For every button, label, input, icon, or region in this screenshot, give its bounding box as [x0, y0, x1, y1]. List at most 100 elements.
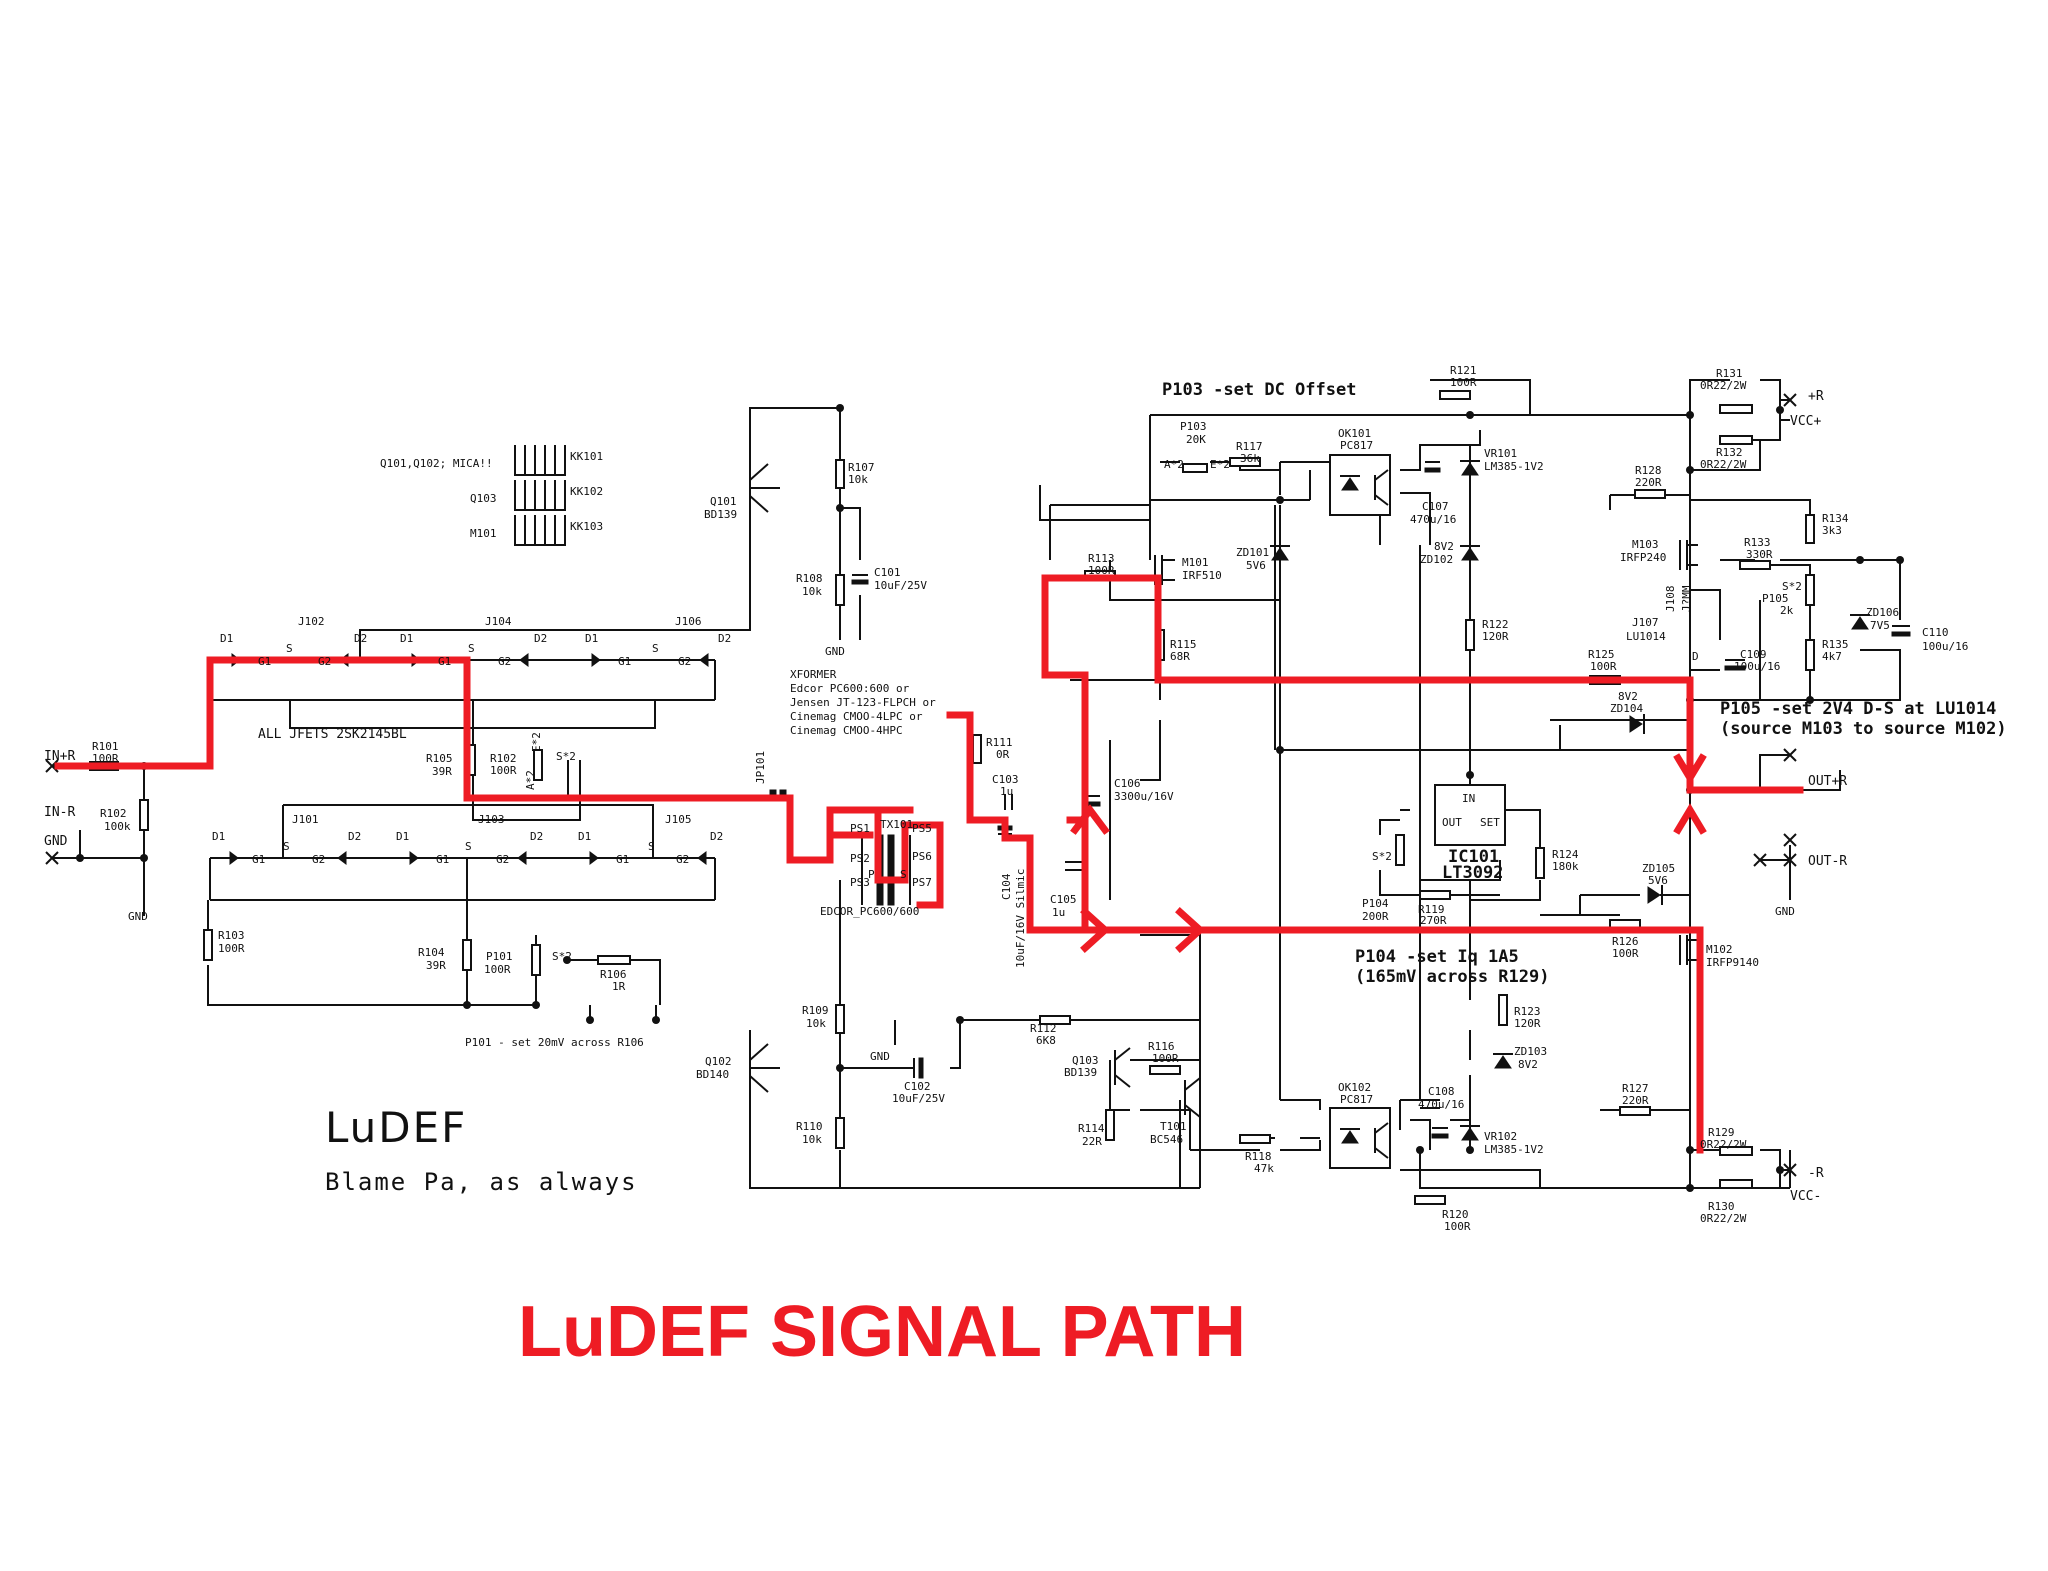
r102-ref: R102 — [100, 807, 127, 820]
j101-d1: D1 — [212, 830, 225, 843]
r107-body — [835, 459, 845, 489]
r111-val: 0R — [996, 748, 1010, 761]
vr102-val: LM385-1V2 — [1484, 1143, 1544, 1156]
r123-ref: R123 — [1514, 1005, 1541, 1018]
c109-symbol — [1724, 659, 1746, 671]
r128-val: 220R — [1635, 476, 1662, 489]
zd104-val: 8V2 — [1618, 690, 1638, 703]
r112-val: 6K8 — [1036, 1034, 1056, 1047]
c103-ref: C103 — [992, 773, 1019, 786]
j103-s: S — [465, 840, 472, 853]
r114-ref: R114 — [1078, 1122, 1105, 1135]
in-n-label: IN-R — [44, 805, 75, 820]
arrow-down-out — [1673, 753, 1707, 785]
c102-symbol — [913, 1057, 924, 1079]
labels: IN+R IN-R GND GND GND GND GND OUT+R OUT-… — [44, 364, 2007, 1233]
p103-note: P103 -set DC Offset — [1162, 380, 1356, 400]
r130-body — [1719, 1179, 1753, 1189]
vcc-p-label: VCC+ — [1790, 414, 1821, 429]
c101-ref: C101 — [874, 566, 901, 579]
r104-ref: R104 — [418, 946, 445, 959]
r129-ref: R129 — [1708, 1126, 1735, 1139]
jfet-bottom-arrows — [229, 851, 707, 865]
plus-r-label: +R — [1808, 389, 1824, 404]
r108-body — [835, 574, 845, 606]
vr101-ref: VR101 — [1484, 447, 1517, 460]
r126-ref: R126 — [1612, 935, 1639, 948]
r112-body — [1039, 1015, 1071, 1025]
r102-body — [139, 799, 149, 831]
tx-pin-p: P — [868, 868, 875, 881]
j102-g1: G1 — [258, 655, 271, 668]
xformer-note-3: Jensen JT-123-FLPCH or — [790, 696, 936, 709]
r103-ref: R103 — [218, 929, 245, 942]
zd106-val: 7V5 — [1870, 619, 1890, 632]
c107-ref: C107 — [1422, 500, 1449, 513]
p103-body — [1182, 463, 1208, 473]
r130-val: 0R22/2W — [1700, 1212, 1747, 1225]
r117-val: 36k — [1240, 452, 1260, 465]
m102-val: IRFP9140 — [1706, 956, 1759, 969]
ok102-ref: OK102 — [1338, 1081, 1371, 1094]
r117-ref: R117 — [1236, 440, 1263, 453]
r133-val: 330R — [1746, 548, 1773, 561]
j104-d1: D1 — [400, 632, 413, 645]
arrow-right-2 — [1175, 907, 1206, 953]
r103-val: 100R — [218, 942, 245, 955]
m101-symbol — [1154, 555, 1175, 585]
r112-ref: R112 — [1030, 1022, 1057, 1035]
out-n-label: OUT-R — [1808, 854, 1847, 869]
r106-body — [597, 955, 631, 965]
ic101-body — [1434, 784, 1506, 846]
r127-val: 220R — [1622, 1094, 1649, 1107]
r118-val: 47k — [1254, 1162, 1274, 1175]
p104-note-1: P104 -set Iq 1A5 — [1355, 947, 1519, 967]
r134-ref: R134 — [1822, 512, 1849, 525]
p105-note-2: (source M103 to source M102) — [1720, 719, 2007, 739]
gnd-label-2: GND — [825, 645, 845, 658]
arrow-right-1 — [1080, 907, 1111, 953]
t101-val: BC546 — [1150, 1133, 1183, 1146]
j104-s: S — [468, 642, 475, 655]
r122-body — [1465, 619, 1475, 651]
r123-body — [1498, 994, 1508, 1026]
c110-symbol — [1891, 625, 1911, 637]
tx-ps1: PS1 — [850, 822, 870, 835]
r105-val: 39R — [432, 765, 452, 778]
r106-ref: R106 — [600, 968, 627, 981]
ic101-pin-in: IN — [1462, 792, 1475, 805]
p101-note: P101 - set 20mV across R106 — [465, 1036, 644, 1049]
heatsink-ref-3: KK103 — [570, 520, 603, 533]
j105-label: J105 — [665, 813, 692, 826]
c106-ref: C106 — [1114, 777, 1141, 790]
c107-symbol — [1424, 461, 1441, 473]
r120-val: 100R — [1444, 1220, 1471, 1233]
p101-val: 100R — [484, 963, 511, 976]
zd102-val: 8V2 — [1434, 540, 1454, 553]
tx-ps5: PS5 — [912, 822, 932, 835]
m103-symbol — [1679, 540, 1698, 570]
p102-ref: R102 — [490, 752, 517, 765]
j103-d2: D2 — [530, 830, 543, 843]
xformer-part: EDCOR_PC600/600 — [820, 905, 919, 918]
r107-val: 10k — [848, 473, 868, 486]
tx-ps2: PS2 — [850, 852, 870, 865]
p105-val: 2k — [1780, 604, 1794, 617]
r120-ref: R120 — [1442, 1208, 1469, 1221]
tx-ps6: PS6 — [912, 850, 932, 863]
p103-a2: A*2 — [1164, 458, 1184, 471]
r109-val: 10k — [806, 1017, 826, 1030]
p105-body — [1805, 574, 1815, 606]
r128-body — [1634, 489, 1666, 499]
j107-pin-d: D — [1692, 650, 1699, 663]
in-r-label: IN+R — [44, 749, 75, 764]
j105-s: S — [648, 840, 655, 853]
r132-ref: R132 — [1716, 446, 1743, 459]
m101-ref: M101 — [1182, 556, 1209, 569]
r128-ref: R128 — [1635, 464, 1662, 477]
m102-symbol — [1679, 935, 1698, 965]
p104-val: 200R — [1362, 910, 1389, 923]
r121-val: 100R — [1450, 376, 1477, 389]
ok102-val: PC817 — [1340, 1093, 1373, 1106]
r114-body — [1105, 1109, 1115, 1141]
